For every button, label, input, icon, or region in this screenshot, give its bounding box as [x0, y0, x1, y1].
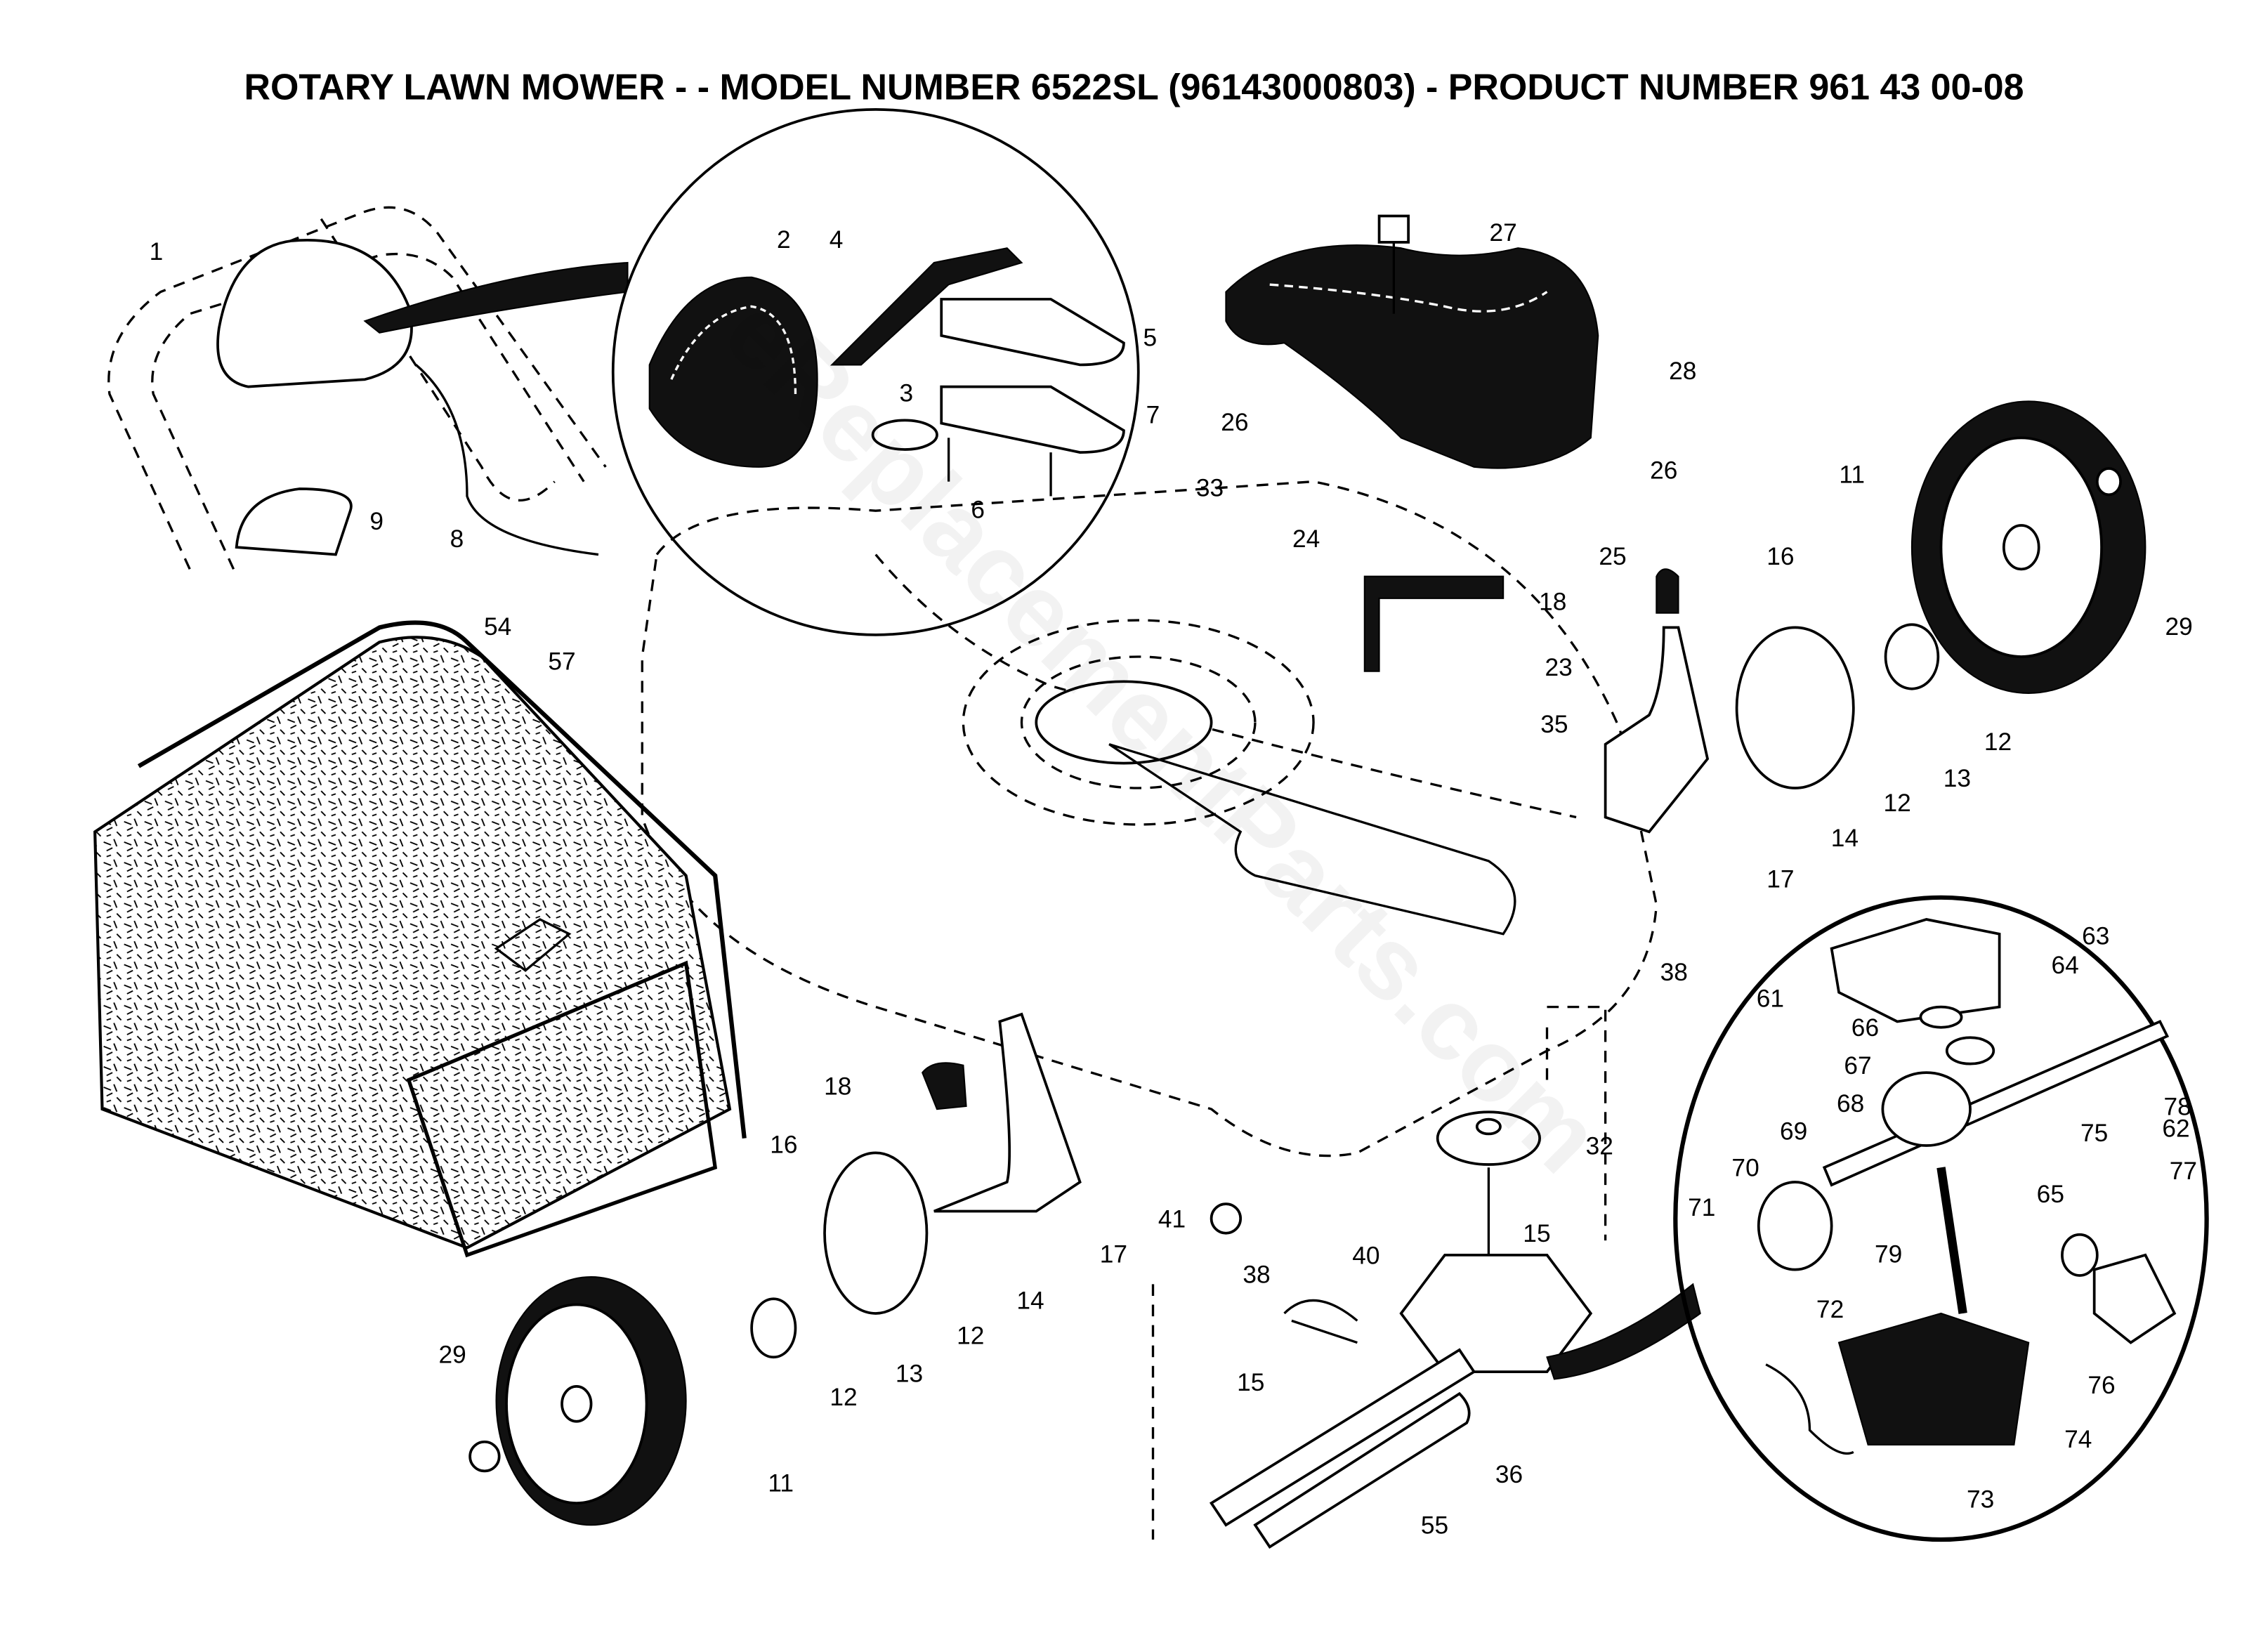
part-label-2: 2 — [777, 226, 791, 254]
part-label-69: 69 — [1780, 1118, 1807, 1146]
part-label-29: 29 — [439, 1342, 466, 1369]
part-label-16: 16 — [1766, 543, 1794, 570]
part-label-18: 18 — [1539, 588, 1566, 615]
part-label-17: 17 — [1766, 865, 1794, 893]
part-label-70: 70 — [1731, 1155, 1759, 1182]
part-label-13: 13 — [1943, 765, 1971, 792]
part-label-16: 16 — [770, 1131, 797, 1158]
part-label-13: 13 — [896, 1360, 923, 1388]
part-label-14: 14 — [1831, 825, 1859, 852]
part-label-38: 38 — [1660, 959, 1688, 986]
part-label-11: 11 — [1839, 461, 1865, 489]
part-label-7: 7 — [1146, 402, 1160, 429]
part-label-5: 5 — [1143, 324, 1158, 351]
part-label-72: 72 — [1816, 1296, 1844, 1323]
part-label-78: 78 — [2163, 1093, 2191, 1120]
diagram-title: ROTARY LAWN MOWER - - MODEL NUMBER 6522S… — [244, 67, 2024, 107]
part-label-79: 79 — [1875, 1240, 1902, 1268]
part-label-17: 17 — [1100, 1240, 1127, 1268]
part-label-27: 27 — [1490, 219, 1517, 247]
part-label-4: 4 — [830, 226, 844, 254]
part-label-15: 15 — [1237, 1369, 1264, 1396]
part-9 — [235, 487, 353, 556]
detail-inset-controls — [363, 107, 1140, 636]
part-label-63: 63 — [2082, 922, 2109, 950]
part-label-66: 66 — [1851, 1014, 1879, 1042]
part-label-26: 26 — [1650, 457, 1677, 485]
part-label-68: 68 — [1837, 1090, 1864, 1117]
part-label-62: 62 — [2162, 1115, 2189, 1143]
part-label-65: 65 — [2037, 1181, 2064, 1208]
part-label-29: 29 — [2165, 613, 2193, 641]
part-label-32: 32 — [1586, 1132, 1613, 1160]
part-label-25: 25 — [1599, 543, 1626, 570]
part-label-74: 74 — [2064, 1426, 2092, 1453]
part-label-33: 33 — [1196, 474, 1224, 501]
part-label-9: 9 — [369, 508, 384, 535]
part-label-38: 38 — [1243, 1261, 1270, 1288]
part-label-3: 3 — [900, 379, 914, 407]
part-label-75: 75 — [2080, 1120, 2108, 1147]
part-label-67: 67 — [1844, 1052, 1871, 1080]
part-label-40: 40 — [1352, 1242, 1379, 1269]
part-label-77: 77 — [2170, 1157, 2197, 1185]
part-label-23: 23 — [1545, 654, 1572, 681]
part-label-15: 15 — [1523, 1220, 1550, 1247]
part-label-12: 12 — [1884, 789, 1911, 817]
part-label-12: 12 — [1984, 728, 2012, 756]
part-label-41: 41 — [1158, 1205, 1186, 1233]
part-label-6: 6 — [971, 497, 985, 524]
detail-inset-transmission — [1546, 895, 2209, 1542]
cable-control-1 — [216, 239, 413, 388]
part-label-26: 26 — [1221, 409, 1248, 436]
handle-assembly — [107, 206, 607, 570]
part-label-12: 12 — [957, 1323, 984, 1350]
part-label-18: 18 — [824, 1073, 851, 1100]
part-label-12: 12 — [830, 1384, 857, 1411]
part-label-36: 36 — [1495, 1461, 1523, 1488]
rear-wheel-right — [1604, 400, 2146, 834]
part-label-14: 14 — [1016, 1287, 1044, 1315]
engine-cover-28 — [1225, 214, 1599, 672]
part-label-73: 73 — [1967, 1486, 1994, 1513]
part-label-54: 54 — [484, 613, 511, 641]
part-label-24: 24 — [1292, 525, 1320, 553]
grass-catcher — [93, 620, 747, 1258]
part-label-11: 11 — [768, 1469, 794, 1497]
rear-wheel-left — [468, 1012, 1243, 1526]
part-label-71: 71 — [1688, 1194, 1715, 1221]
mower-deck — [641, 480, 1658, 1157]
part-label-55: 55 — [1421, 1512, 1448, 1540]
part-label-8: 8 — [450, 525, 464, 553]
part-label-61: 61 — [1757, 985, 1784, 1013]
part-label-28: 28 — [1669, 358, 1696, 385]
part-label-76: 76 — [2087, 1372, 2115, 1399]
part-label-35: 35 — [1540, 711, 1568, 738]
part-label-57: 57 — [548, 648, 575, 676]
drive-transmission — [1151, 1005, 1607, 1549]
cable-8 — [415, 364, 599, 556]
part-label-64: 64 — [2051, 952, 2078, 979]
part-label-1: 1 — [150, 238, 164, 265]
